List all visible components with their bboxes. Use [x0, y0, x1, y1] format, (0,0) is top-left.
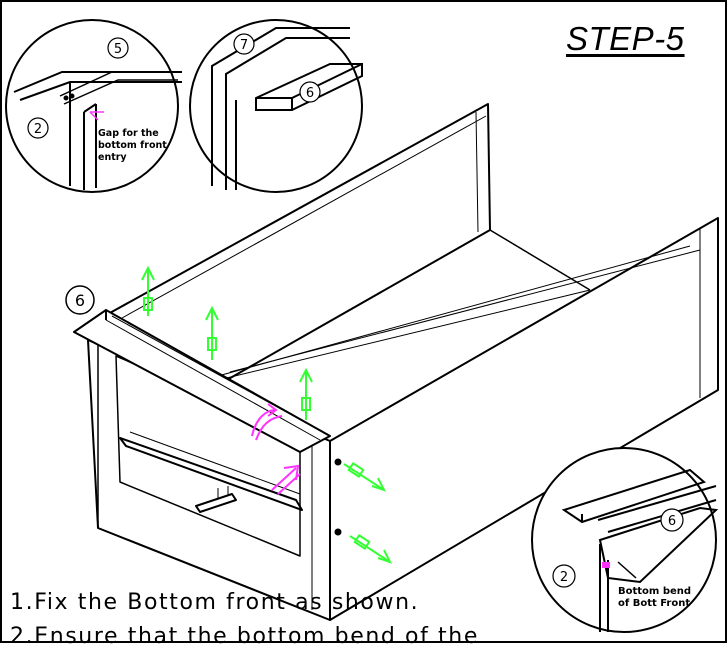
- instruction-1: 1.Fix the Bottom front as shown.: [10, 590, 420, 615]
- bottom-bracket: [195, 493, 237, 513]
- bottom-rail: [119, 437, 303, 511]
- detail-middle-label-7: 7: [240, 38, 248, 53]
- gap-note-line-2: bottom front: [98, 140, 167, 151]
- fastener-1: [141, 265, 155, 316]
- detail-left: 5 2 Gap for the bottom front entry: [5, 19, 182, 193]
- fasteners: [141, 265, 392, 564]
- gap-note-line-1: Gap for the: [98, 128, 159, 139]
- push-arrow: [271, 464, 301, 495]
- hole-lower: [334, 528, 342, 536]
- fastener-3: [299, 367, 313, 420]
- bend-note-line-1: Bottom bend: [618, 586, 691, 597]
- step-title: STEP-5: [566, 20, 685, 57]
- instruction-2: 2.Ensure that the bottom bend of the: [10, 624, 479, 649]
- detail-br-label-2: 2: [560, 570, 568, 585]
- detail-left-label-2: 2: [34, 122, 42, 137]
- detail-left-label-5: 5: [114, 42, 122, 57]
- main-callout: 6: [65, 285, 95, 315]
- fastener-4: [343, 461, 386, 492]
- fastener-5: [349, 533, 392, 564]
- detail-middle: 7 6: [189, 19, 363, 193]
- rotation-arrow: [251, 403, 283, 441]
- hole-upper: [334, 458, 342, 466]
- detail-bottom-right: 6 2 Bottom bend of Bott Front: [531, 447, 719, 633]
- main-callout-label: 6: [75, 291, 85, 310]
- bend-note-line-2: of Bott Front: [618, 598, 690, 609]
- gap-note-line-3: entry: [98, 152, 127, 163]
- drawer-assembly: [73, 103, 719, 621]
- fastener-2: [205, 305, 219, 360]
- detail-br-label-6: 6: [668, 514, 676, 529]
- detail-middle-label-6: 6: [306, 86, 314, 101]
